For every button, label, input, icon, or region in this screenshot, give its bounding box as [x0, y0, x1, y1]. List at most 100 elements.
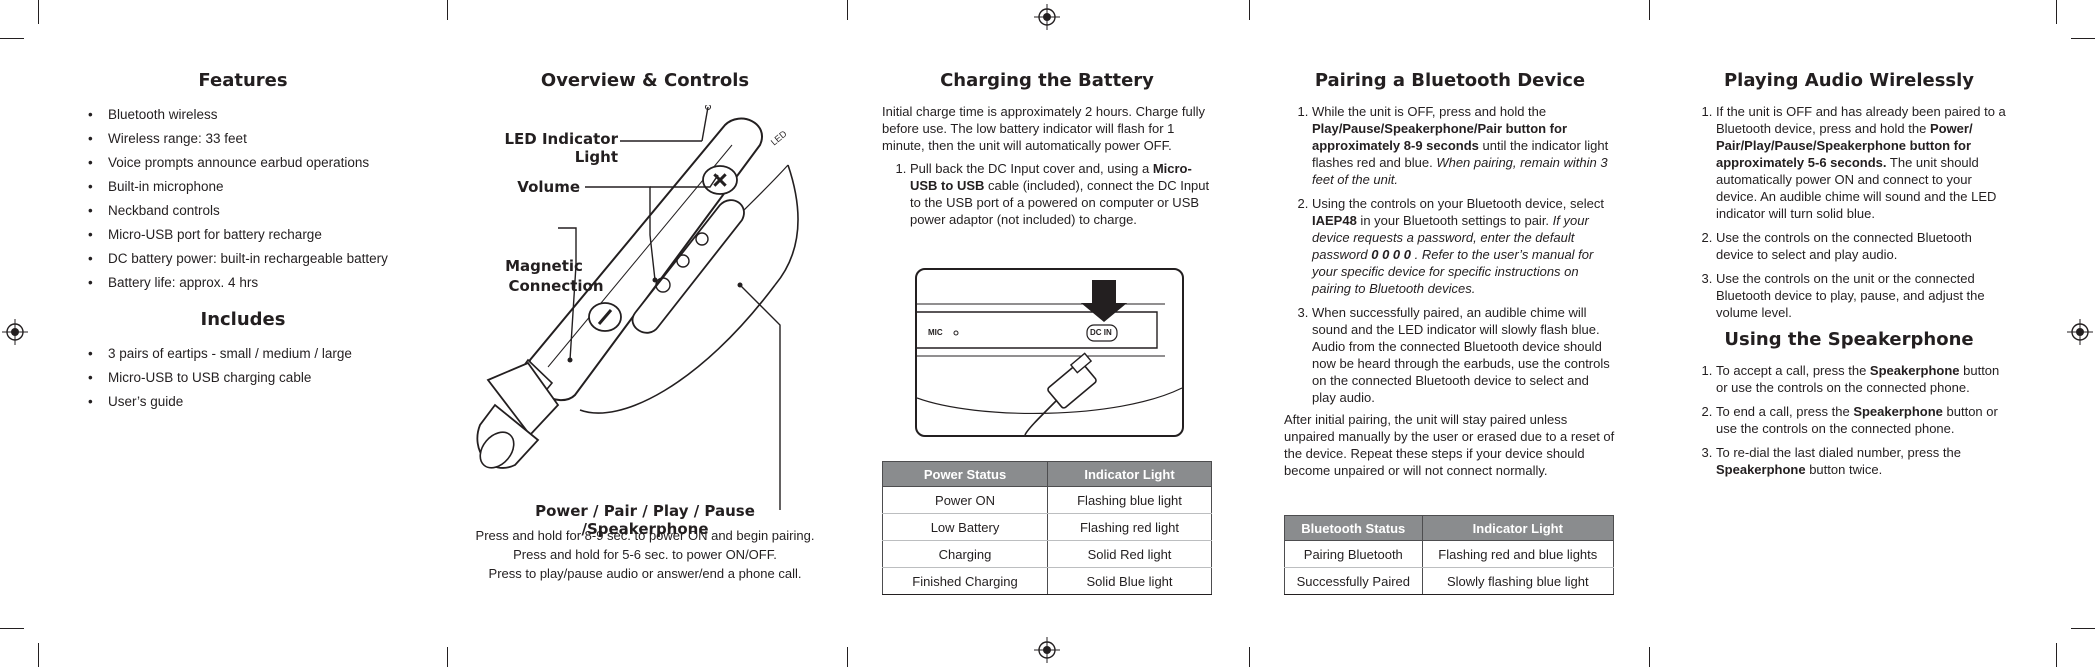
list-item: Use the controls on the unit or the conn…: [1716, 270, 2010, 321]
charging-column: Charging the Battery Initial charge time…: [882, 70, 1212, 235]
mic-label: MIC: [928, 328, 943, 337]
pairing-title: Pairing a Bluetooth Device: [1314, 70, 1586, 91]
step-bold: Power/ Pair/Play/Pause/Speakerphone butt…: [1716, 121, 1973, 170]
registration-mark-left: [2, 319, 28, 345]
label-volume: Volume: [517, 178, 580, 196]
list-item: While the unit is OFF, press and hold th…: [1312, 103, 1616, 188]
list-item: DC battery power: built-in rechargeable …: [88, 247, 398, 271]
bluetooth-status-table: Bluetooth Status Indicator Light Pairing…: [1284, 515, 1615, 595]
table-cell: Flashing red light: [1047, 513, 1212, 541]
step-bold: Micro-USB to USB: [910, 161, 1192, 193]
table-cell: Power ON: [881, 486, 1049, 514]
playing-column: Playing Audio Wirelessly If the unit is …: [1688, 70, 2010, 485]
pairing-steps: While the unit is OFF, press and hold th…: [1284, 103, 1616, 406]
features-list: Bluetooth wireless Wireless range: 33 fe…: [88, 103, 398, 295]
table-cell: Charging: [881, 540, 1049, 568]
list-item: To accept a call, press the Speakerphone…: [1716, 362, 2010, 396]
table-cell: Finished Charging: [881, 567, 1049, 595]
list-item: To re-dial the last dialed number, press…: [1716, 444, 2010, 478]
step-bold: Speakerphone: [1716, 462, 1806, 477]
table-cell: Flashing red and blue lights: [1421, 540, 1615, 568]
table-header: Bluetooth Status: [1284, 515, 1423, 541]
includes-title: Includes: [200, 309, 286, 330]
step-text: Pull back the DC Input cover and, using …: [910, 161, 1153, 176]
table-cell: Low Battery: [881, 513, 1049, 541]
registration-mark-bottom: [1034, 637, 1060, 663]
list-item: If the unit is OFF and has already been …: [1716, 103, 2010, 222]
step-text: cable (included), connect the DC Input t…: [910, 178, 1210, 227]
step-bold: Speakerphone: [1869, 363, 1960, 378]
power-button-title: Power / Pair / Play / Pause /Speakerphon…: [535, 502, 755, 538]
playing-steps: If the unit is OFF and has already been …: [1688, 103, 2010, 321]
features-column: Features Bluetooth wireless Wireless ran…: [88, 70, 398, 414]
bluetooth-status-table-wrap: Bluetooth Status Indicator Light Pairing…: [1284, 515, 1615, 595]
charging-port-illustration: [917, 280, 1182, 435]
overview-title: Overview & Controls: [540, 70, 750, 91]
label-led-indicator: LED Indicator Light: [504, 130, 618, 166]
step-text: until the indicator light flashes red an…: [1312, 138, 1609, 170]
pairing-after-note: After initial pairing, the unit will sta…: [1284, 412, 1615, 478]
list-item: 3 pairs of eartips - small / medium / la…: [88, 342, 398, 366]
step-text: Using the controls on your Bluetooth dev…: [1312, 196, 1604, 211]
list-item: Micro-USB port for battery recharge: [88, 223, 398, 247]
list-item: User’s guide: [88, 390, 398, 414]
list-item: When successfully paired, an audible chi…: [1312, 304, 1616, 406]
charging-title: Charging the Battery: [940, 70, 1154, 91]
includes-list: 3 pairs of eartips - small / medium / la…: [88, 342, 398, 414]
power-instruction-1: Press and hold for 8-9 sec. to power ON …: [475, 528, 815, 543]
list-item: Use the controls on the connected Blueto…: [1716, 229, 2010, 263]
step-bold: IAEP48: [1312, 213, 1357, 228]
step-italic: If your device requests a password, ente…: [1312, 213, 1589, 262]
table-cell: Successfully Paired: [1284, 567, 1423, 595]
speakerphone-steps: To accept a call, press the Speakerphone…: [1688, 362, 2010, 478]
charging-steps: Pull back the DC Input cover and, using …: [882, 160, 1212, 228]
charging-figure: MIC DC IN: [915, 268, 1184, 437]
playing-title: Playing Audio Wirelessly: [1723, 70, 1975, 91]
list-item: Using the controls on your Bluetooth dev…: [1312, 195, 1616, 297]
step-text: While the unit is OFF, press and hold th…: [1312, 104, 1547, 119]
step-text: button or use the controls on the connec…: [1716, 363, 2000, 395]
table-header: Indicator Light: [1421, 515, 1615, 541]
table-cell: Pairing Bluetooth: [1284, 540, 1423, 568]
list-item: Battery life: approx. 4 hrs: [88, 271, 398, 295]
step-italic: . Refer to the user’s manual for your sp…: [1312, 247, 1594, 296]
features-title: Features: [198, 70, 288, 91]
list-item: To end a call, press the Speakerphone bu…: [1716, 403, 2010, 437]
step-text: To re-dial the last dialed number, press…: [1716, 445, 1961, 460]
step-italic: When pairing, remain within 3 feet of th…: [1312, 155, 1608, 187]
table-cell: Solid Red light: [1047, 540, 1212, 568]
step-text: The unit should automatically power ON a…: [1716, 155, 1997, 221]
list-item: Voice prompts announce earbud operations: [88, 151, 398, 175]
list-item: Wireless range: 33 feet: [88, 127, 398, 151]
list-item: Micro-USB to USB charging cable: [88, 366, 398, 390]
neckband-device-illustration: [476, 105, 799, 510]
registration-mark-right: [2067, 319, 2093, 345]
label-connection: Connection: [508, 277, 604, 295]
step-text: To accept a call, press the: [1716, 363, 1870, 378]
table-header: Indicator Light: [1047, 461, 1212, 487]
list-item: Neckband controls: [88, 199, 398, 223]
list-item: Built-in microphone: [88, 175, 398, 199]
table-cell: Flashing blue light: [1047, 486, 1212, 514]
table-cell: Solid Blue light: [1047, 567, 1212, 595]
power-instruction-2: Press and hold for 5-6 sec. to power ON/…: [513, 547, 777, 562]
step-text: If the unit is OFF and has already been …: [1716, 104, 2006, 136]
dc-in-label: DC IN: [1090, 328, 1112, 337]
list-item: Bluetooth wireless: [88, 103, 398, 127]
step-bold: Speakerphone: [1853, 404, 1943, 419]
power-instruction-3: Press to play/pause audio or answer/end …: [488, 566, 802, 581]
step-text: in your Bluetooth settings to pair.: [1356, 213, 1553, 228]
registration-mark-top: [1034, 4, 1060, 30]
step-text: To end a call, press the: [1716, 404, 1854, 419]
list-item: Pull back the DC Input cover and, using …: [910, 160, 1212, 228]
pairing-column: Pairing a Bluetooth Device While the uni…: [1284, 70, 1616, 485]
label-magnetic: Magnetic: [505, 257, 583, 275]
